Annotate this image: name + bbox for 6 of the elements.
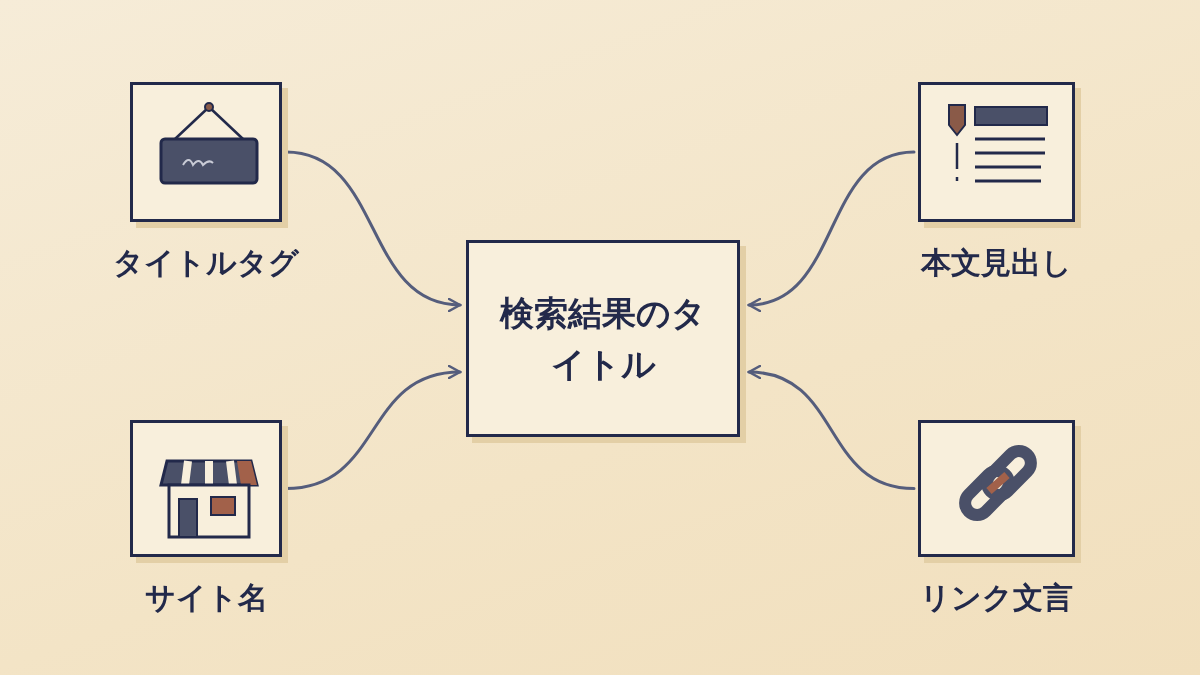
- arrow: [747, 366, 916, 490]
- icon-caption: サイト名: [144, 579, 268, 617]
- icon-caption: 本文見出し: [921, 244, 1072, 282]
- arrow: [747, 150, 916, 311]
- icon-caption: リンク文言: [920, 579, 1073, 617]
- icon-caption: タイトルタグ: [113, 244, 299, 282]
